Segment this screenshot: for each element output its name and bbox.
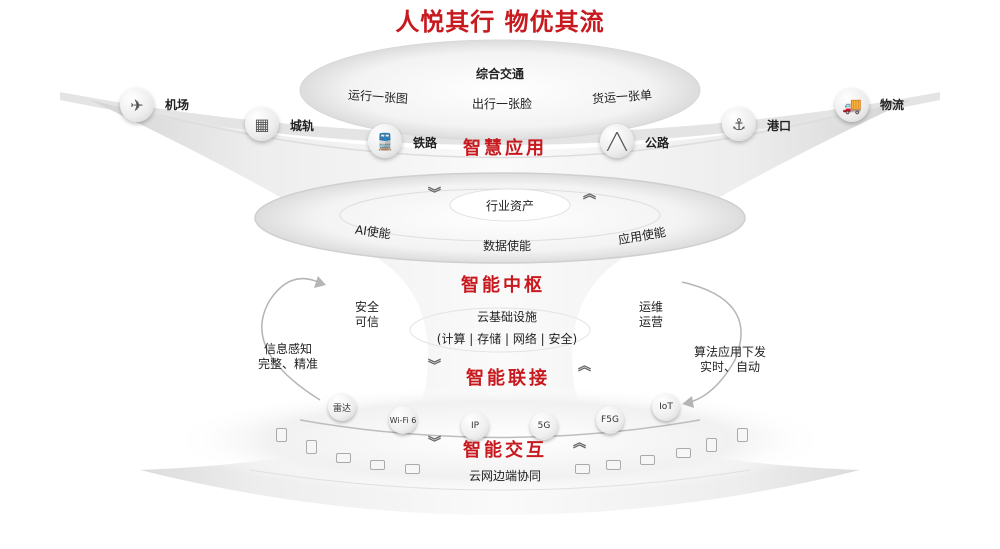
chevron-up-icon: ︽ [583,187,597,202]
phone-icon [737,428,748,442]
phone-icon [276,428,287,442]
algorithm-note: 算法应用下发实时、自动 [693,345,767,374]
truck-icon: 🚚 [835,88,869,122]
device-icon [306,440,317,454]
camera-icon [336,453,351,463]
smart-hub-label: 智能中枢 [461,275,545,296]
screen-icon [575,464,590,474]
data-enable-label: 数据使能 [482,239,532,253]
port-icon: ⚓ [722,107,756,141]
chevron-down-icon: ︾ [428,359,442,374]
chevron-up-icon: ︽ [578,359,592,374]
integrated-transport-label: 综合交通 [475,67,525,81]
device-icon [706,438,717,452]
f5g-bubble: F5G [596,406,624,434]
security-trust-note: 安全可信 [354,300,380,329]
domain-label-logistics: 物流 [880,98,905,112]
domain-label-port: 港口 [767,119,792,133]
camera-icon [676,448,691,458]
domain-label-airport: 机场 [165,98,190,112]
perception-note: 信息感知完整、精准 [257,342,319,371]
metro-icon: ▦ [245,107,279,141]
cloud-infra-label: 云基础设施 [476,310,538,324]
wifi6-bubble: Wi-Fi 6 [389,406,417,434]
domain-label-rail: 铁路 [413,136,438,150]
chevron-up-icon: ︽ [573,436,587,451]
smart-connect-label: 智能联接 [466,368,550,389]
smart-interact-label: 智能交互 [463,440,547,461]
screen-icon [405,464,420,474]
chevron-down-icon: ︾ [428,436,442,451]
ip-bubble: IP [461,412,489,440]
operation-note: 运维运营 [638,300,664,329]
smart-application-label: 智慧应用 [463,138,547,159]
cloud-edge-caption: 云网边端协同 [468,469,542,483]
display-icon [606,460,621,470]
5g-bubble: 5G [530,412,558,440]
chevron-down-icon: ︾ [428,187,442,202]
diagram-title: 人悦其行 物优其流 [395,8,605,36]
road-icon: ╱╲ [600,124,634,158]
camera-icon [370,460,385,470]
train-icon: 🚆 [368,124,402,158]
airport-icon: ✈ [120,88,154,122]
cloud-infra-detail: (计算 | 存储 | 网络 | 安全) [436,332,578,346]
domain-label-metro: 城轨 [290,119,315,133]
industry-asset-label: 行业资产 [485,199,535,213]
top-item-2: 出行一张脸 [471,97,533,111]
camera-icon [640,455,655,465]
iot-bubble: IoT [652,393,680,421]
domain-label-road: 公路 [645,136,670,150]
radar-bubble: 雷达 [328,393,356,421]
